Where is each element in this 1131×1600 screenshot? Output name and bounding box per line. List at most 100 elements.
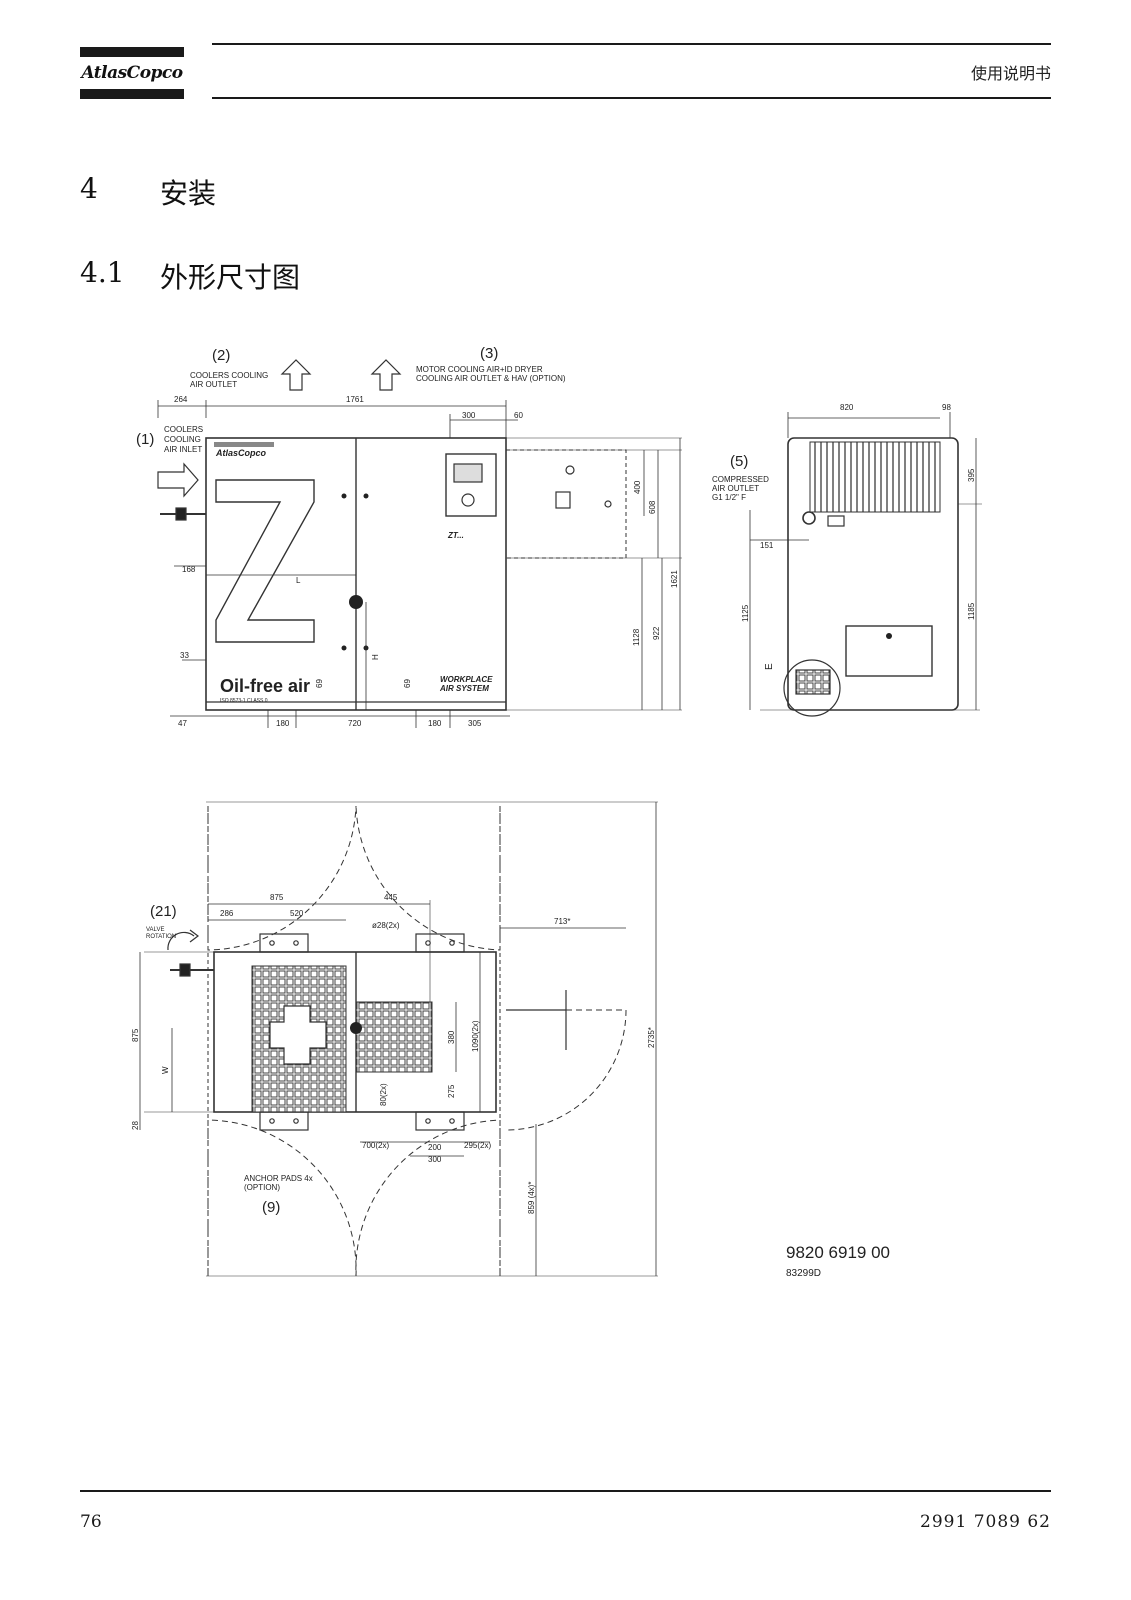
model-label: ZT... [447,531,464,540]
dim-445: 445 [384,893,398,902]
dim-400: 400 [633,480,642,494]
callout-3: (3) [480,345,498,362]
dim-2735: 2735* [647,1027,656,1048]
callout-5-text-1: COMPRESSED [712,475,769,484]
anchor-pad [259,1111,309,1131]
dim-1621: 1621 [670,570,679,588]
logo-wordmark: AtlasCopco [81,63,183,83]
callout-21-text-1: VALVE [146,927,164,933]
dim-151: 151 [760,541,774,550]
callout-9: (9) [262,1199,280,1216]
callout-5: (5) [730,453,748,470]
valve-rotation-icon [167,931,195,951]
dim-1761: 1761 [346,395,364,404]
dim-700-2x: 700(2x) [362,1141,389,1150]
callout-5-text-2: AIR OUTLET [712,484,759,493]
logo-bar-top [80,47,184,57]
workplace-label-1: WORKPLACE [440,675,493,684]
drawing-code: 83299D [786,1268,821,1279]
anchor-pad [415,1111,465,1131]
header-rule-top [212,43,1051,45]
dim-264: 264 [174,395,188,404]
compressor-body-top [213,951,497,1113]
dim-28-2x: ø28(2x) [372,921,400,930]
iso-class-label: ISO 8573-1 CLASS 0 [220,698,268,704]
dim-922: 922 [652,626,661,640]
side-vent-grille [809,441,941,513]
dim-69-b: 69 [403,679,412,688]
dim-300-b: 300 [428,1155,442,1164]
drawing-number: 9820 6919 00 [786,1243,890,1262]
dim-275: 275 [447,1084,456,1098]
dim-1125: 1125 [741,604,750,622]
dim-33: 33 [180,651,189,660]
dimension-drawing: AtlasCopco ZT... [110,330,1040,1310]
dim-875-a: 875 [270,893,284,902]
callout-9-text-2: (OPTION) [244,1183,280,1192]
dim-300: 300 [462,411,476,420]
callout-2-text-1: COOLERS COOLING [190,371,268,380]
anchor-pad [415,933,465,953]
z-logo [215,479,315,643]
dim-395: 395 [967,468,976,482]
dim-608: 608 [648,500,657,514]
logo-bar-bottom [80,89,184,99]
compressed-air-outlet [802,511,816,525]
detail-circle [783,659,841,717]
workplace-label-2: AIR SYSTEM [439,684,489,693]
dim-720: 720 [348,719,362,728]
dim-286: 286 [220,909,234,918]
dim-200: 200 [428,1143,442,1152]
callout-1-text-2: COOLING [164,435,201,444]
side-view [749,412,982,717]
callout-9-text-1: ANCHOR PADS 4x [244,1174,313,1183]
dim-1090-2x: 1090(2x) [471,1020,480,1052]
section-number: 4 [80,172,98,205]
header-title: 使用说明书 [970,64,1051,83]
callout-5-text-3: G1 1/2" F [712,493,746,502]
callout-21-text-2: ROTATION [146,934,176,940]
dim-H: H [371,654,380,660]
dim-820: 820 [840,403,854,412]
dim-69-a: 69 [315,679,324,688]
dim-859-4x: 859 (4x)* [527,1182,536,1214]
callout-1-text-1: COOLERS [164,425,203,434]
dim-713: 713* [554,917,570,926]
dim-98: 98 [942,403,951,412]
callout-1-text-3: AIR INLET [164,445,202,454]
dim-28: 28 [131,1121,140,1130]
anchor-pad [259,933,309,953]
dim-180-b: 180 [428,719,442,728]
dim-L: L [296,576,301,585]
atlas-copco-logo: AtlasCopco [80,47,184,99]
document-number: 2991 7089 62 [920,1512,1051,1532]
dim-60: 60 [514,411,523,420]
dim-1128: 1128 [632,628,641,646]
subsection-title: 外形尺寸图 [160,261,301,294]
arrow-up-icon [280,359,312,391]
center-of-gravity-icon [349,595,363,609]
header-rule-bottom [212,97,1051,99]
footer-rule [80,1490,1051,1492]
callout-2: (2) [212,347,230,364]
dim-180-a: 180 [276,719,290,728]
arrow-up-icon [370,359,402,391]
dim-380: 380 [447,1030,456,1044]
panel-brand-text: AtlasCopco [215,448,267,458]
drawing-labels: (2) COOLERS COOLING AIR OUTLET (3) MOTOR… [131,345,976,1279]
callout-3-text-2: COOLING AIR OUTLET & HAV (OPTION) [416,374,566,383]
dim-520: 520 [290,909,304,918]
oil-free-label: Oil-free air [220,676,310,696]
callout-3-text-1: MOTOR COOLING AIR+ID DRYER [416,365,543,374]
dim-E: E [764,663,775,670]
control-panel [445,453,497,517]
callout-1: (1) [136,431,154,448]
dim-295-2x: 295(2x) [464,1141,491,1150]
page-number: 76 [80,1512,102,1532]
dim-80-2x: 80(2x) [379,1083,388,1106]
dim-1185: 1185 [967,602,976,620]
section-title: 安装 [160,177,217,210]
callout-21: (21) [150,903,177,920]
subsection-number: 4.1 [80,256,125,289]
